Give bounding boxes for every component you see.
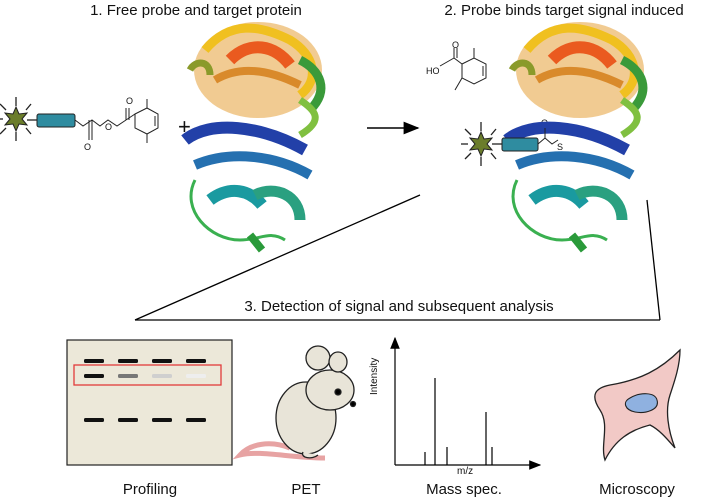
mass-spec-xlabel: m/z <box>457 466 474 477</box>
profiling-label: Profiling <box>122 481 178 498</box>
profiling-gel <box>66 339 233 466</box>
gel-band-bottom <box>118 418 138 422</box>
gel-band-top <box>118 359 138 363</box>
step1-title: 1. Free probe and target protein <box>90 2 302 19</box>
probe-glow-lines <box>0 97 32 141</box>
microscopy-label: Microscopy <box>599 481 675 498</box>
bound-probe <box>461 122 559 166</box>
gel-top-bands <box>84 359 206 363</box>
step3-title: 3. Detection of signal and subsequent an… <box>244 298 554 315</box>
cell-nucleus <box>624 393 658 414</box>
funnel-line-right <box>646 199 661 321</box>
gel-band-highlight <box>118 374 138 378</box>
fluorophore-star-icon <box>468 130 494 158</box>
mass-spectrum <box>390 336 542 470</box>
pet-label: PET <box>291 481 321 498</box>
linker-rect <box>36 113 76 128</box>
linker-rect <box>501 137 539 152</box>
target-protein-2 <box>503 22 648 253</box>
leaving-atom-ho: HO <box>426 66 440 76</box>
pet-mouse-icon <box>232 345 357 461</box>
probe-atom-o-ester: O <box>105 122 113 132</box>
step2-title: 2. Probe binds target signal induced <box>444 2 684 19</box>
gel-band-top <box>152 359 172 363</box>
gel-band-top <box>186 359 206 363</box>
funnel-line-left <box>134 194 421 321</box>
bound-atom-s: S <box>557 142 564 152</box>
mass-spec-label: Mass spec. <box>426 481 502 498</box>
probe-skeleton <box>74 119 127 127</box>
microscopy-cell-icon <box>594 348 681 462</box>
probe-atom-o-top: O <box>126 96 134 106</box>
gel-band-top <box>84 359 104 363</box>
gel-bottom-bands <box>84 418 206 422</box>
gel-band-highlight <box>186 374 206 378</box>
free-probe <box>0 97 159 143</box>
gel-highlight-box <box>73 364 222 386</box>
gel-band-bottom <box>84 418 104 422</box>
mouse-eye <box>334 388 342 396</box>
gel-background <box>66 339 233 466</box>
mouse-tail <box>232 441 326 461</box>
gel-band-highlight <box>152 374 172 378</box>
target-protein-1 <box>181 22 326 253</box>
mouse-nose <box>349 400 357 408</box>
gel-band-bottom <box>186 418 206 422</box>
fluorophore-star-icon <box>3 105 29 133</box>
gel-highlight-bands <box>84 374 206 378</box>
leaving-group <box>439 48 487 91</box>
leaving-atom-o: O <box>452 40 460 50</box>
probe-atom-o-bottom: O <box>84 142 92 152</box>
gel-band-bottom <box>152 418 172 422</box>
gel-band-highlight <box>84 374 104 378</box>
